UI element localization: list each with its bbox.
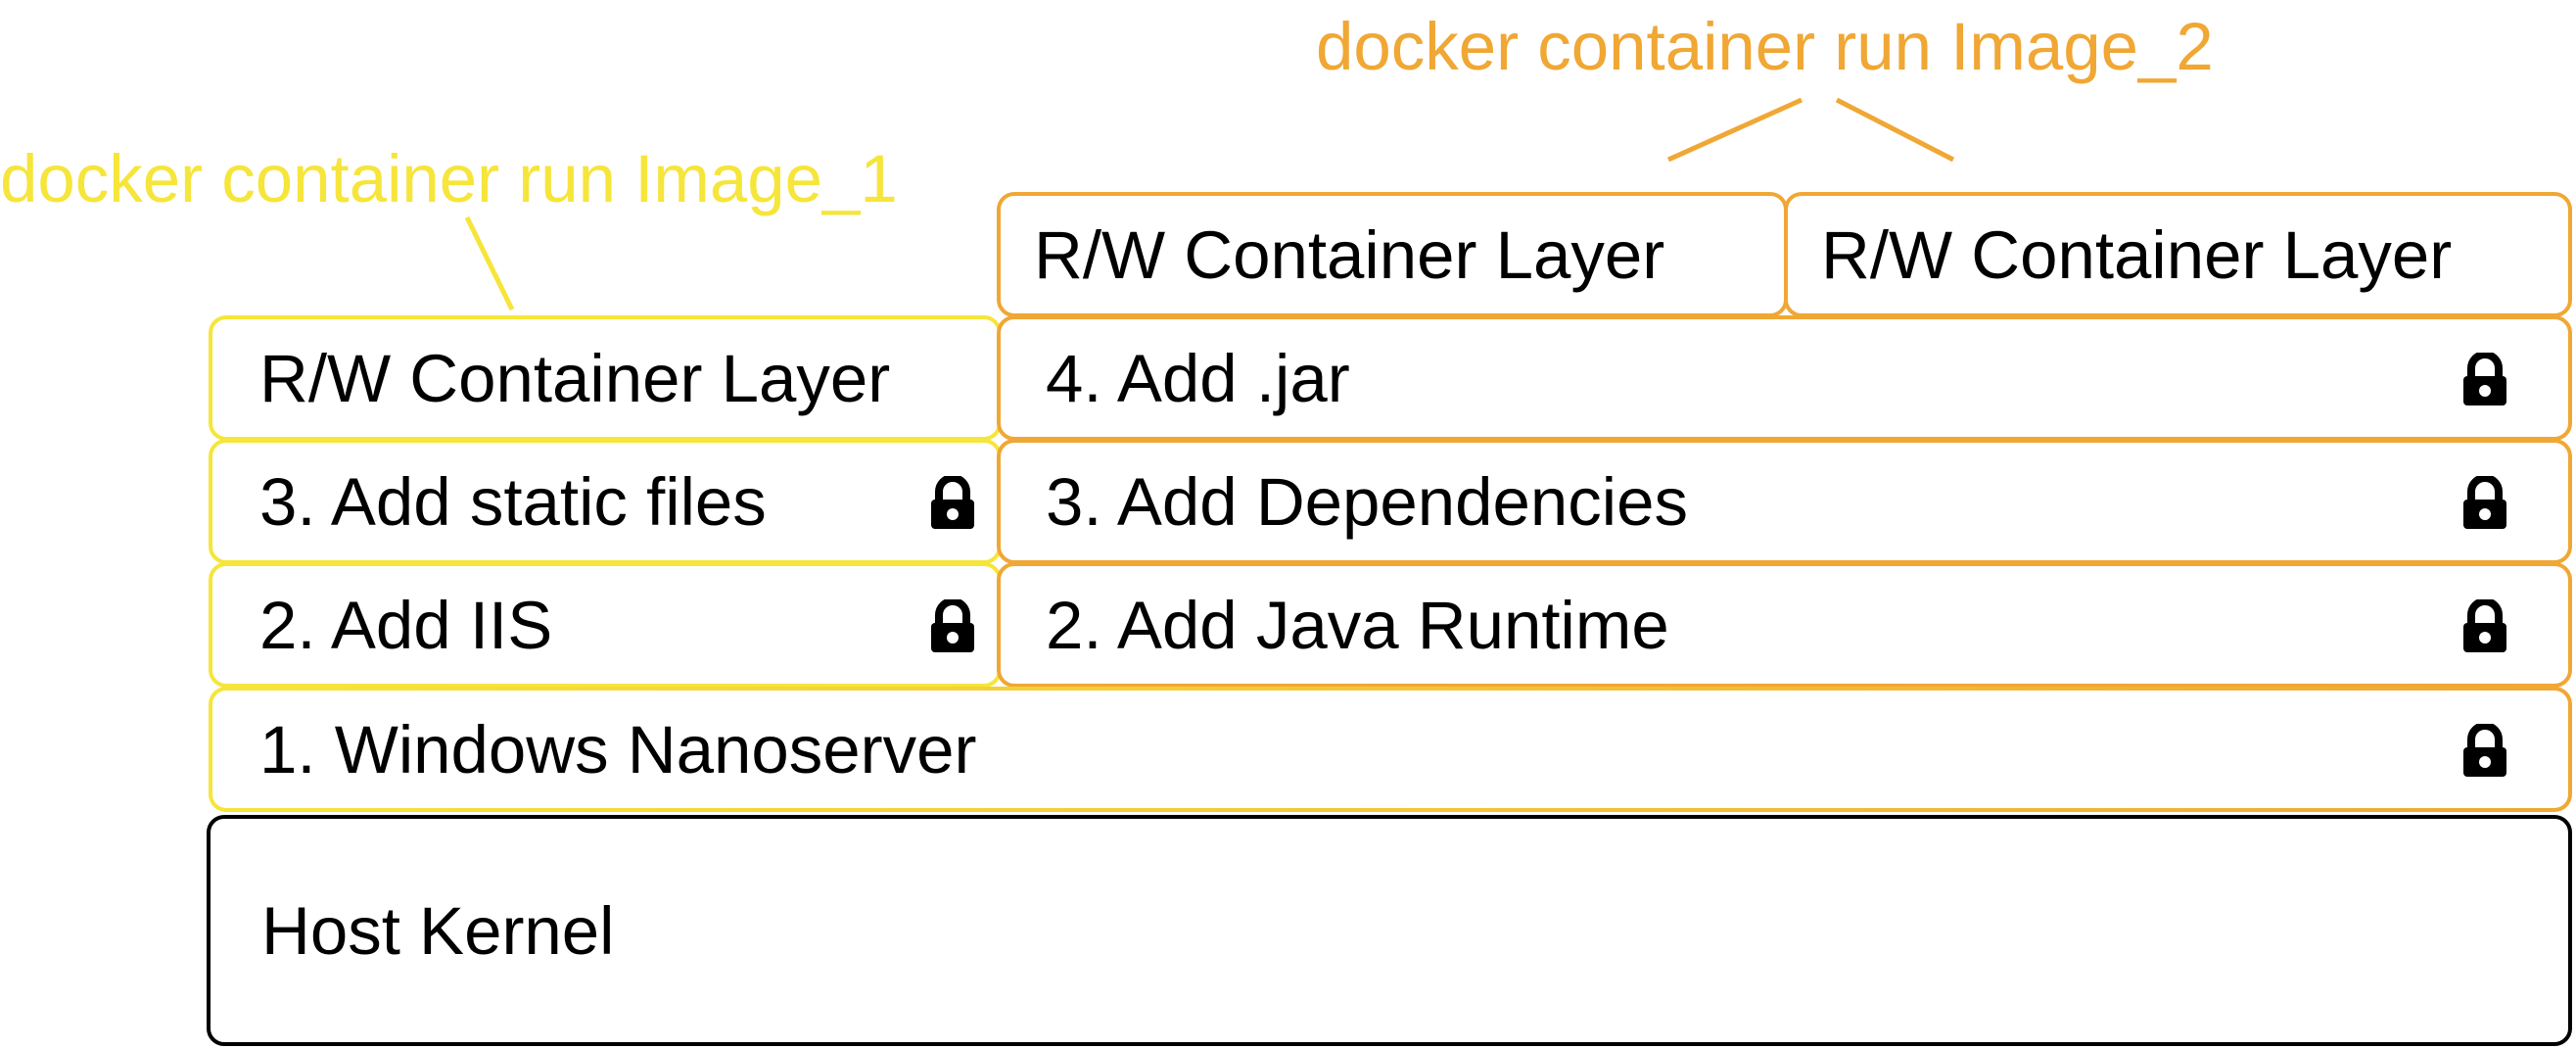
host-kernel-label: Host Kernel: [261, 892, 615, 969]
image2-rw-layer-a: R/W Container Layer: [997, 192, 1788, 317]
shared-layer-nanoserver: 1. Windows Nanoserver: [209, 687, 2572, 812]
layer-label: 3. Add static files: [259, 463, 767, 540]
lock-icon: [2463, 599, 2506, 652]
layer-label: R/W Container Layer: [1821, 216, 2453, 293]
layer-label: 1. Windows Nanoserver: [259, 711, 977, 787]
image2-caption: docker container run Image_2: [1316, 9, 2214, 84]
layer-label: 2. Add IIS: [259, 587, 553, 663]
lock-icon: [931, 599, 974, 652]
layer-label: R/W Container Layer: [259, 340, 891, 416]
layer-label: 2. Add Java Runtime: [1046, 587, 1669, 663]
host-kernel: Host Kernel: [207, 815, 2572, 1046]
layer-label: 4. Add .jar: [1046, 340, 1350, 416]
lock-icon: [2463, 724, 2506, 777]
image1-layer-static-files: 3. Add static files: [209, 439, 1002, 564]
image1-rw-layer: R/W Container Layer: [209, 315, 1002, 441]
lock-icon: [2463, 353, 2506, 405]
layer-label: 3. Add Dependencies: [1046, 463, 1689, 540]
image2-connector-line-right: [1835, 97, 1955, 163]
lock-icon: [931, 476, 974, 529]
image2-layer-java-runtime: 2. Add Java Runtime: [997, 562, 2572, 688]
layer-label: R/W Container Layer: [1034, 216, 1665, 293]
image2-rw-layer-b: R/W Container Layer: [1784, 192, 2572, 317]
image1-layer-iis: 2. Add IIS: [209, 562, 1002, 688]
image2-layer-jar: 4. Add .jar: [997, 315, 2572, 441]
lock-icon: [2463, 476, 2506, 529]
image1-caption: docker container run Image_1: [0, 141, 898, 216]
image1-connector-line: [464, 215, 515, 311]
image2-layer-dependencies: 3. Add Dependencies: [997, 439, 2572, 564]
image2-connector-line-left: [1666, 97, 1803, 163]
